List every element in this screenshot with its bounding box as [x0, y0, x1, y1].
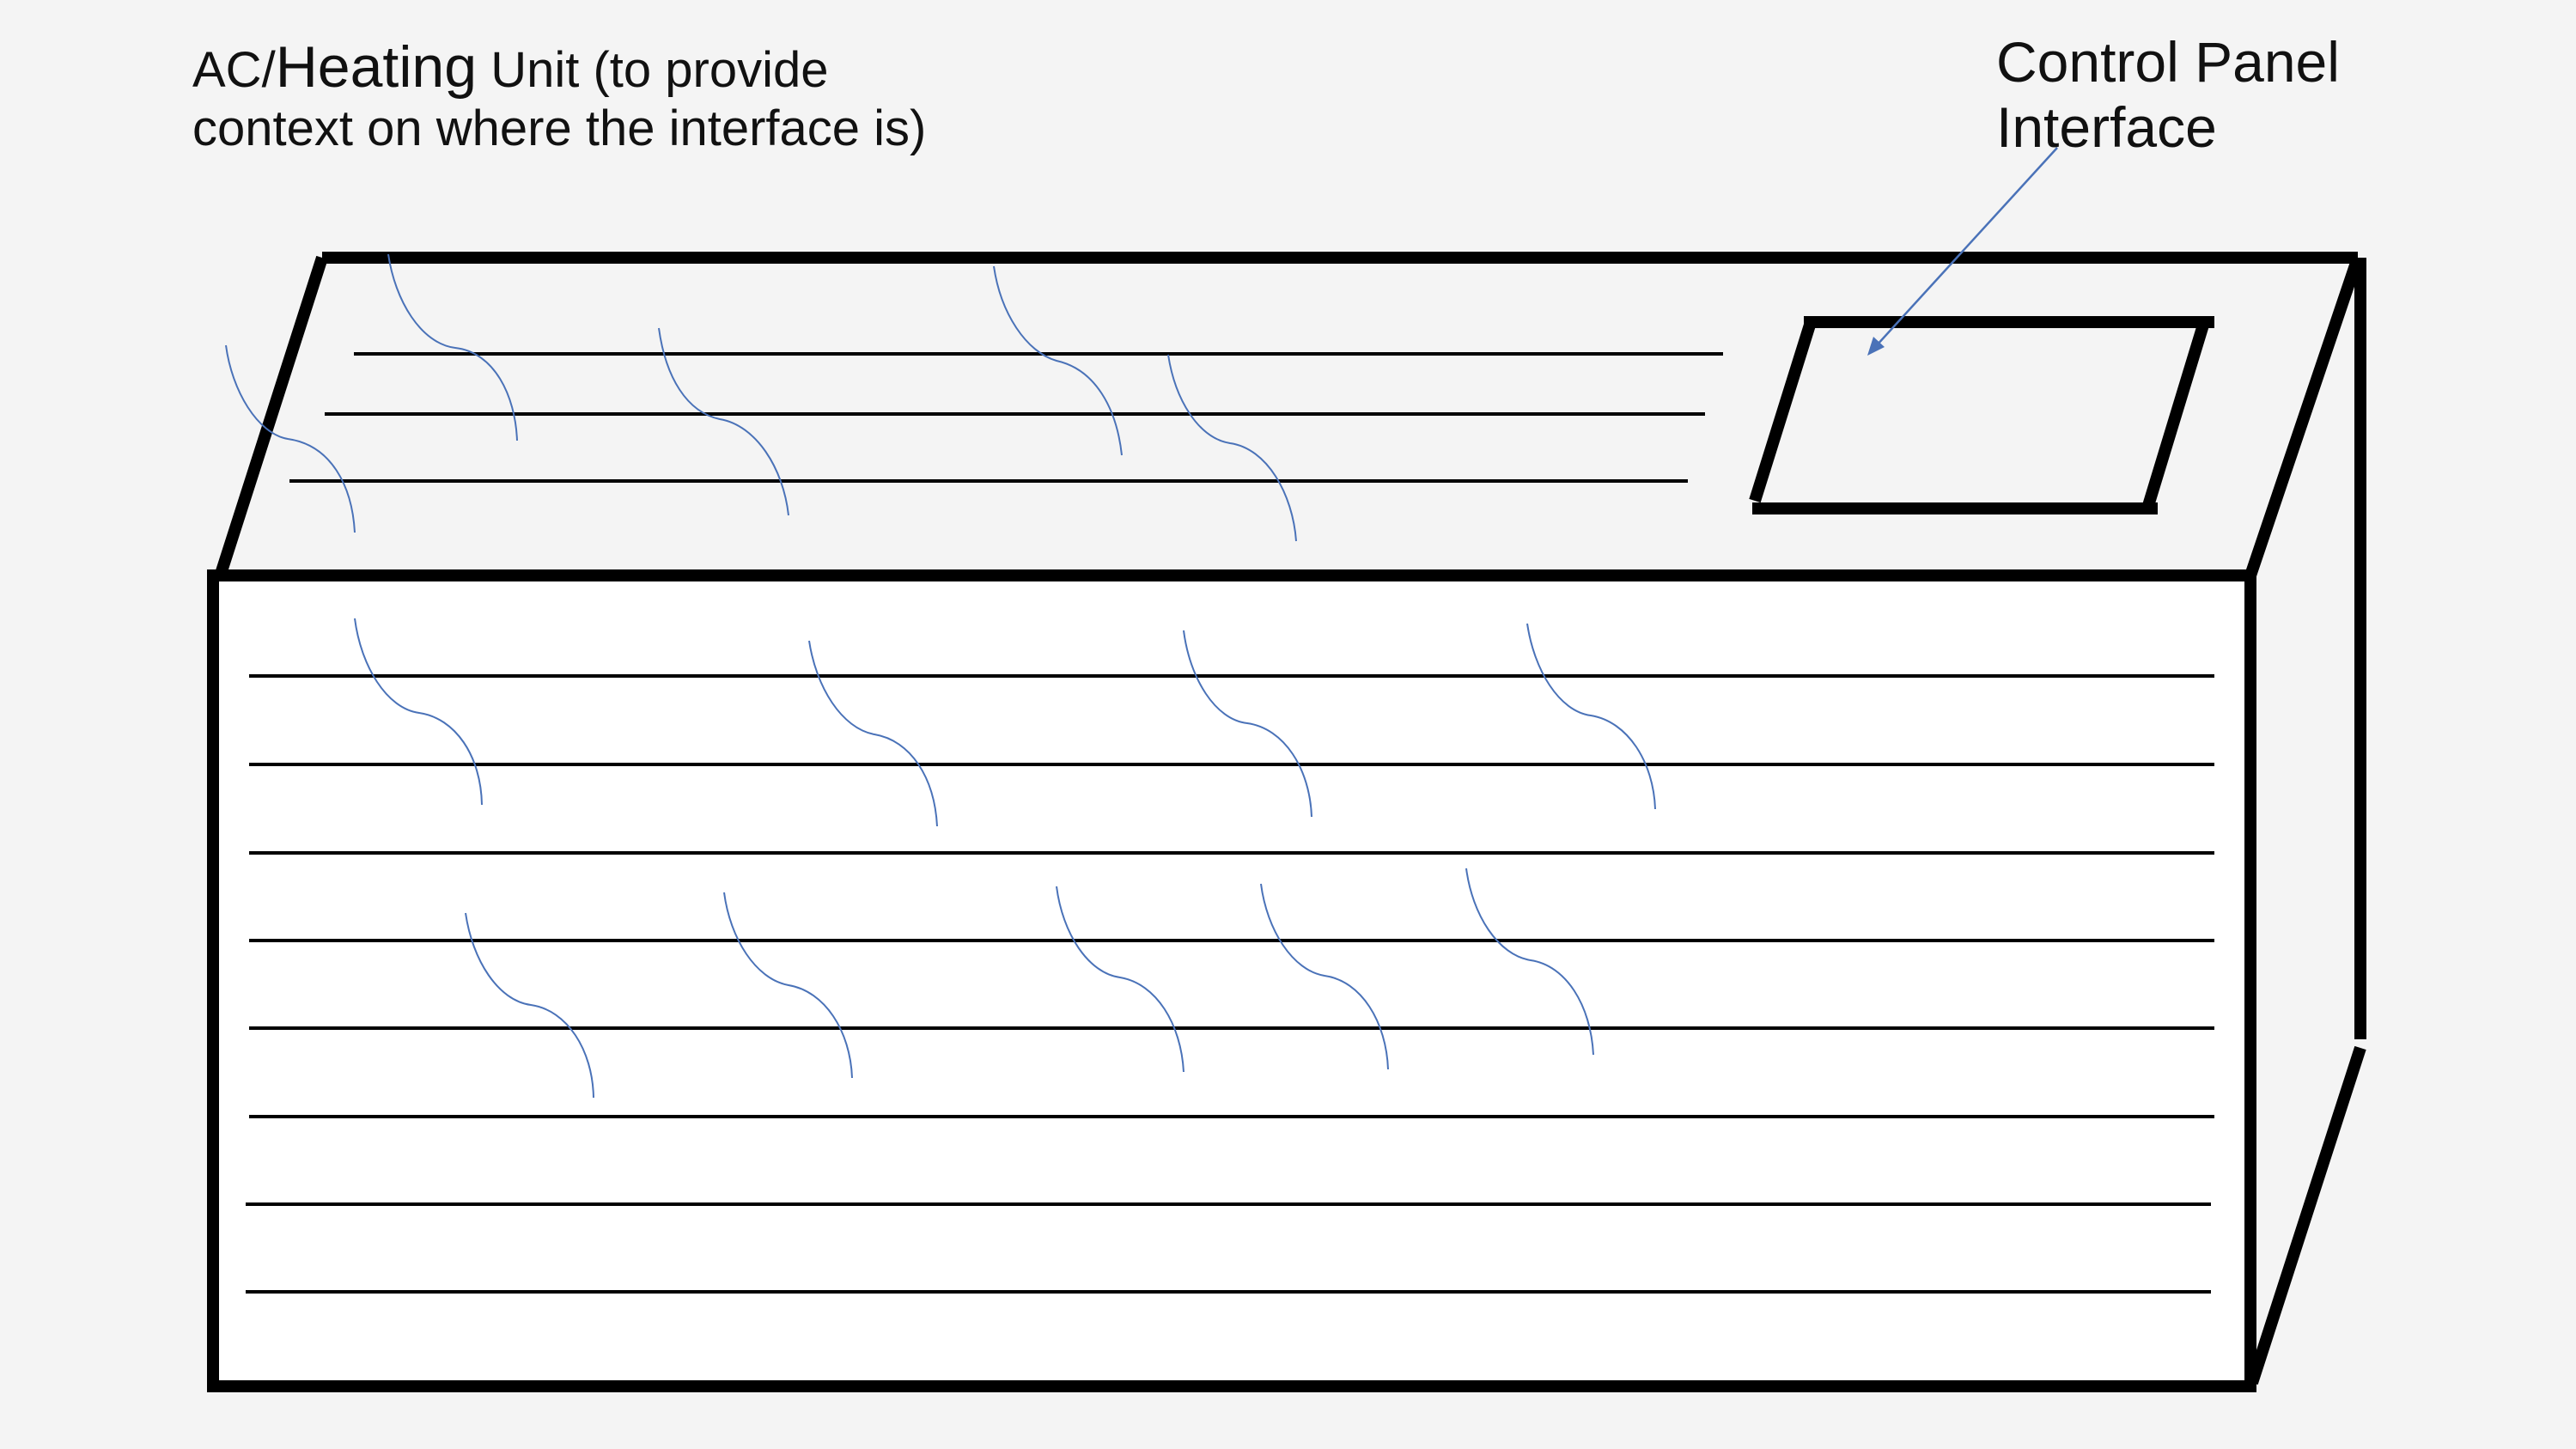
airflow-squiggle — [354, 618, 483, 806]
unit-side-face — [2244, 255, 2366, 1385]
control-panel-label: Control Panel Interface — [1996, 29, 2340, 160]
airflow-squiggle — [993, 265, 1123, 456]
unit-label-heating: Heating — [275, 34, 478, 100]
airflow-squiggle — [1260, 883, 1389, 1070]
airflow-squiggle — [465, 912, 594, 1099]
airflow-squiggles — [225, 253, 1656, 1099]
airflow-squiggle — [387, 253, 518, 441]
airflow-squiggle — [723, 892, 853, 1079]
unit-label-ac: AC/ — [192, 42, 276, 98]
unit-label-line-1: AC/Heating Unit (to provide — [192, 38, 926, 100]
front-vent-lines — [246, 674, 2214, 1294]
unit-label-line-2: context on where the interface is) — [192, 100, 927, 156]
pointer-arrow — [1867, 147, 2058, 356]
unit-top-face — [209, 252, 2358, 595]
top-vent-lines — [289, 352, 1723, 483]
airflow-squiggle — [1183, 630, 1312, 818]
airflow-squiggle — [1465, 868, 1594, 1056]
control-panel-label-line-1: Control Panel — [1996, 30, 2340, 94]
control-panel-label-line-2: Interface — [1996, 95, 2217, 159]
airflow-squiggle — [225, 344, 356, 533]
unit-label: AC/Heating Unit (to provide context on w… — [192, 38, 926, 158]
unit-label-unit: Unit (to provide — [477, 42, 829, 98]
airflow-squiggle — [1526, 623, 1656, 810]
control-panel-outline — [1749, 316, 2214, 514]
airflow-squiggle — [1056, 886, 1184, 1073]
airflow-squiggle — [1167, 354, 1297, 542]
unit-front-face — [207, 569, 2256, 1392]
airflow-squiggle — [658, 327, 789, 516]
airflow-squiggle — [808, 640, 938, 827]
